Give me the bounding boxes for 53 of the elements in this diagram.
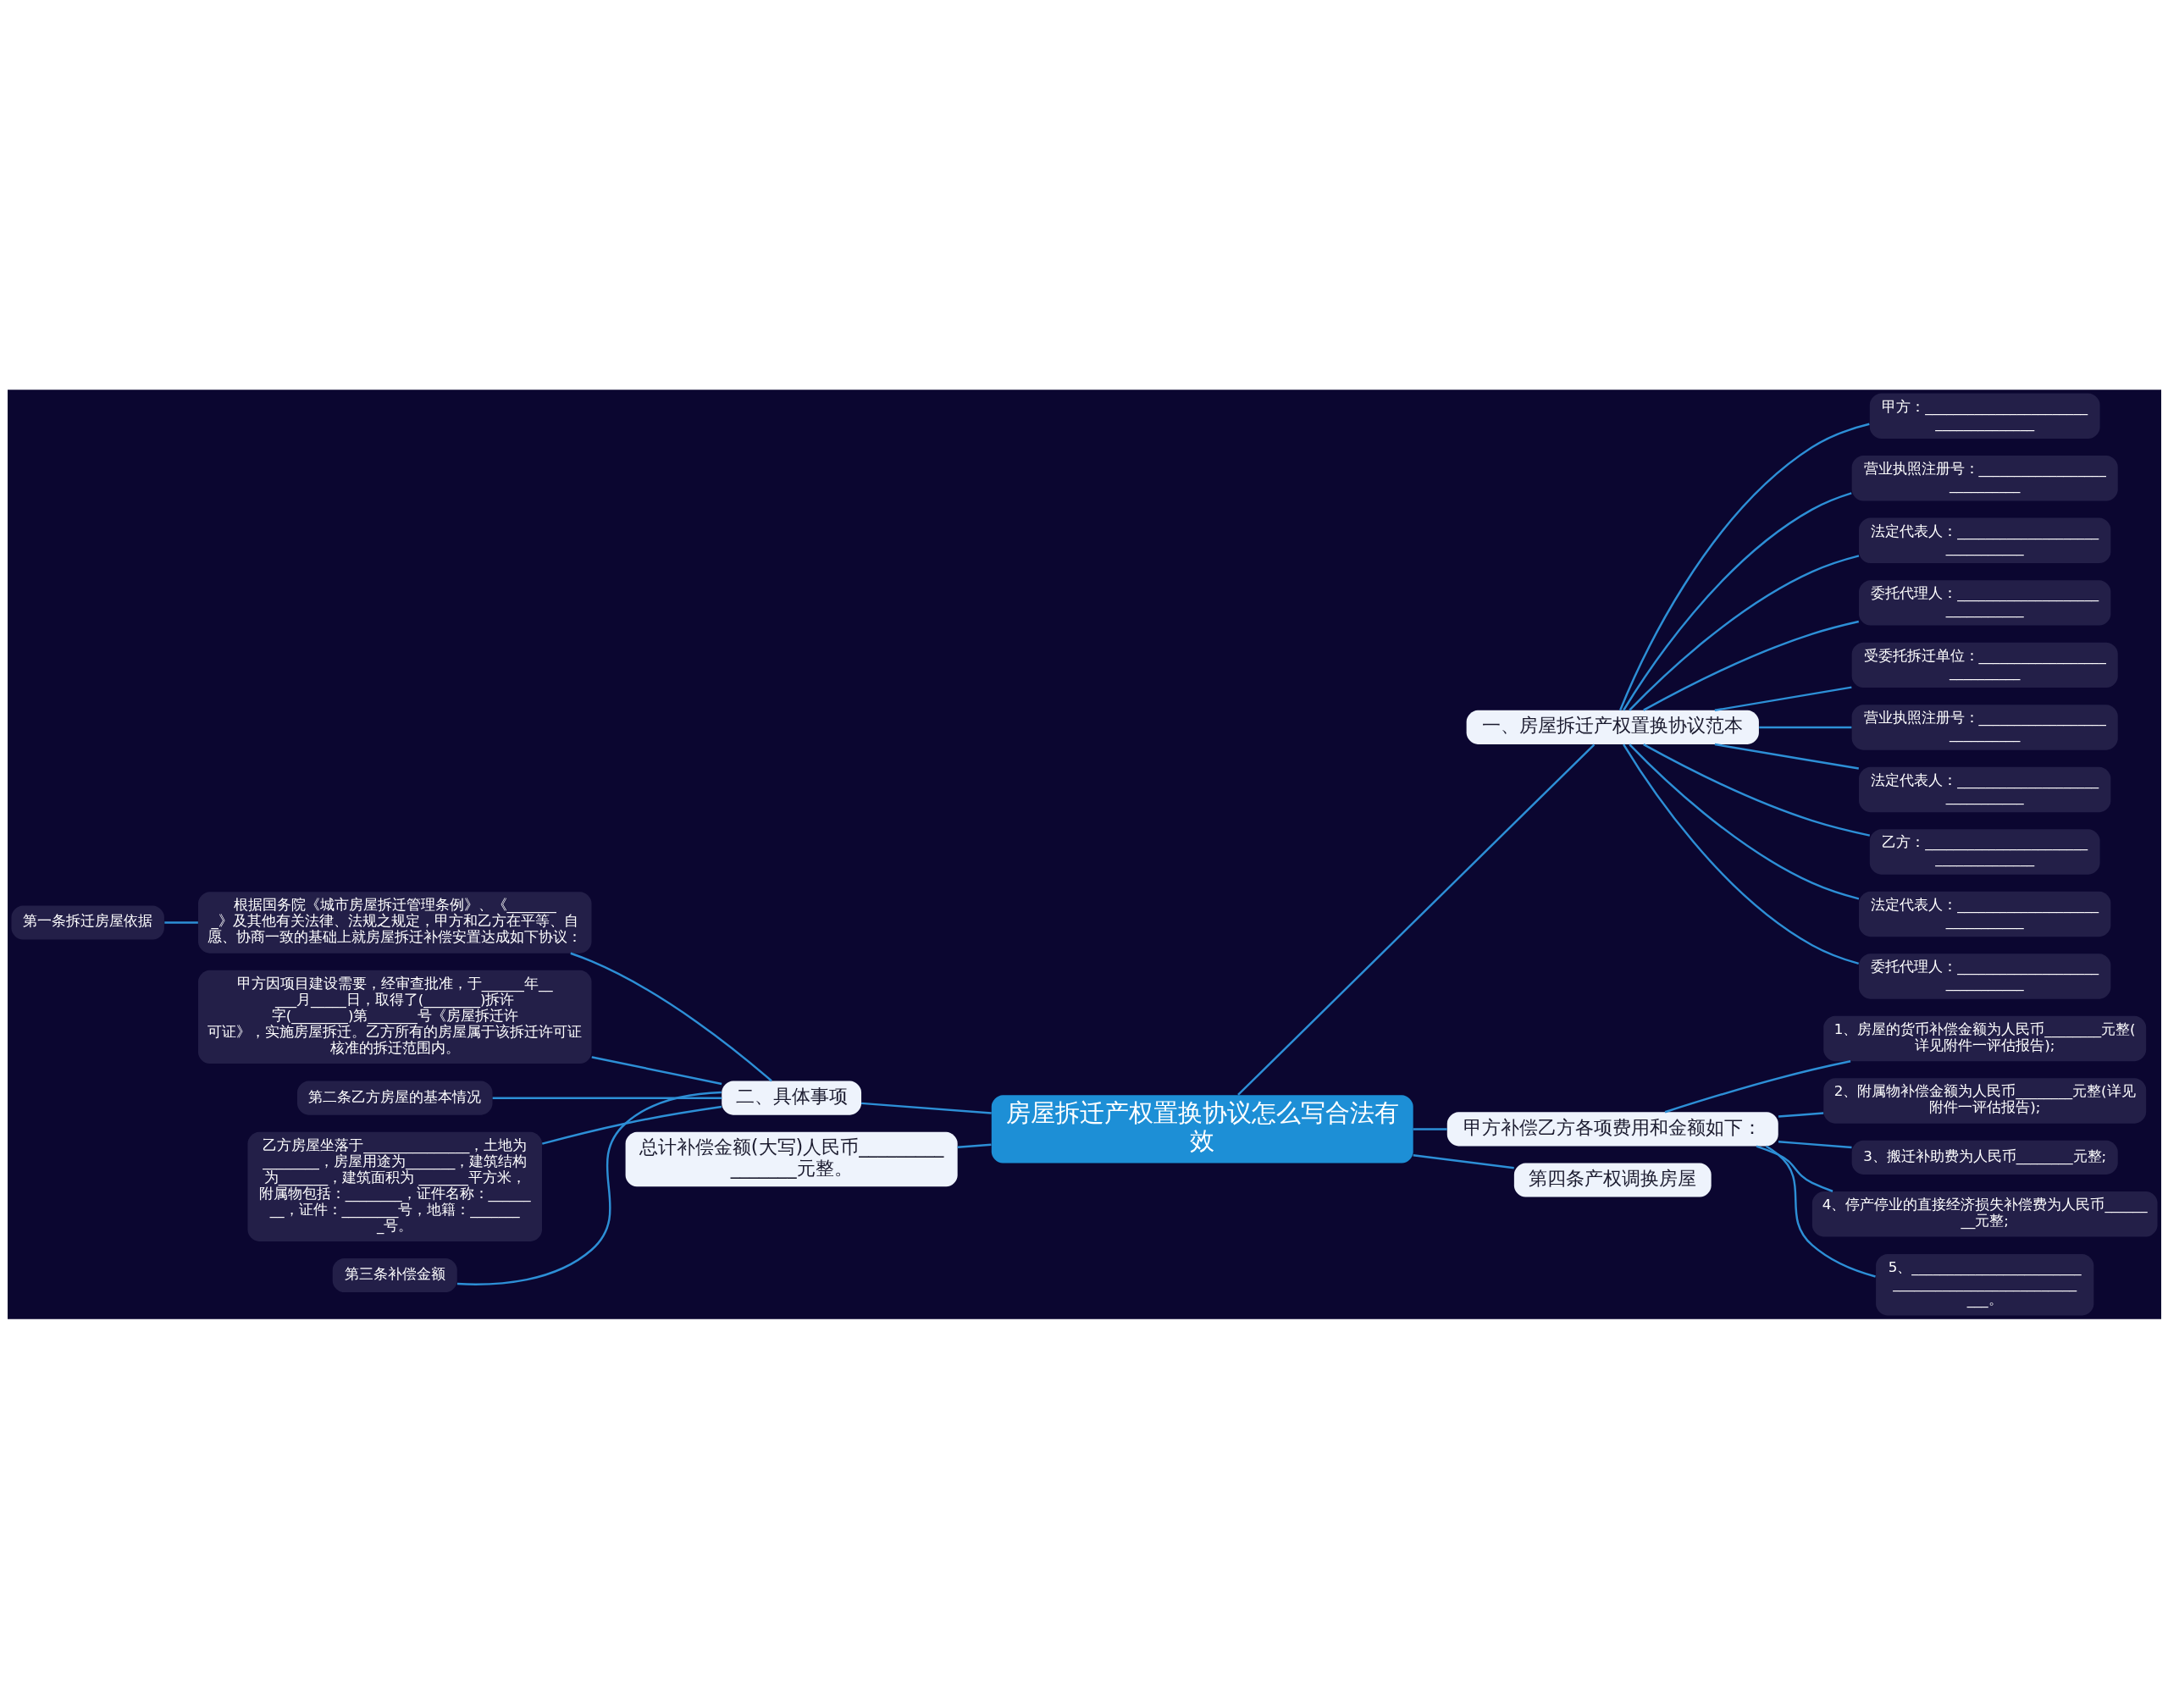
connector <box>1642 743 1870 837</box>
node-box: 房屋拆迁产权置换协议怎么写合法有效 <box>991 1094 1413 1163</box>
connector <box>1778 1140 1852 1148</box>
node-box: 乙方：_____________________________________ <box>1869 828 2100 875</box>
connector <box>492 1096 722 1099</box>
connector <box>1628 743 1859 900</box>
node-box: 法定代表人：_______________________________ <box>1858 891 2110 937</box>
node-box: 甲方因项目建设需要，经审查批准，于______年_____月_____日，取得了(________)拆许字(________)第_______号《房屋拆迁许可证》，实施房屋拆迁。乙方所有的房屋属于该拆迁许可证核准的拆迁范围内。 <box>197 970 591 1064</box>
connector <box>1778 1111 1823 1118</box>
node-box: 第四条产权调换房屋 <box>1513 1163 1712 1197</box>
connector <box>1765 1145 1876 1278</box>
connector <box>1758 726 1851 728</box>
connector <box>1664 1059 1850 1113</box>
connector <box>1236 743 1595 1096</box>
connector <box>1628 554 1859 711</box>
node-box: 二、具体事项 <box>721 1081 861 1115</box>
node-box: 5、_____________________________________________________。 <box>1875 1253 2093 1315</box>
connector <box>1413 1153 1514 1169</box>
node-box: 法定代表人：_______________________________ <box>1858 517 2110 563</box>
node-box: 甲方：_____________________________________ <box>1869 393 2100 439</box>
connector <box>1756 1144 1833 1192</box>
node-box: 根据国务院《城市房屋拆迁管理条例》、《________》及其他有关法律、法规之规定，甲方和乙方在平等、自愿、协商一致的基础上就房屋拆迁补偿安置达成如下协议： <box>197 891 591 953</box>
connector <box>163 920 198 924</box>
node-box: 委托代理人：_______________________________ <box>1858 579 2110 626</box>
node-box: 营业执照注册号：____________________________ <box>1851 704 2118 750</box>
connector <box>569 952 772 1081</box>
node-box: 委托代理人：_______________________________ <box>1858 953 2110 999</box>
node-box: 1、房屋的货币补偿金额为人民币________元整(详见附件一评估报告); <box>1822 1015 2146 1061</box>
connector <box>1413 1127 1447 1130</box>
connector <box>957 1143 992 1148</box>
connector <box>541 1105 722 1145</box>
connector <box>860 1102 992 1114</box>
node-box: 2、附属物补偿金额为人民币________元整(详见附件一评估报告); <box>1822 1077 2146 1124</box>
connector <box>591 1055 722 1085</box>
connector <box>1622 743 1859 965</box>
node-box: 乙方房屋坐落于_______________，土地为________，房屋用途为_______，建筑结构为_______，建筑面积为 _______平方米，附属物包括：________，证件名称：________，证件：________号，地籍：________号。 <box>247 1131 542 1241</box>
node-box: 总计补偿金额(大写)人民币________________元整。 <box>625 1131 958 1186</box>
node-box: 受委托拆迁单位：____________________________ <box>1851 642 2118 688</box>
connector <box>1714 685 1852 711</box>
connector <box>456 1091 722 1285</box>
node-box: 营业执照注册号：____________________________ <box>1851 455 2118 501</box>
node-box: 第三条补偿金额 <box>332 1258 457 1292</box>
connector <box>1622 491 1852 710</box>
connector <box>1618 423 1870 710</box>
connector <box>1714 743 1859 770</box>
node-box: 一、房屋拆迁产权置换协议范本 <box>1466 710 1759 744</box>
node-box: 法定代表人：_______________________________ <box>1858 766 2110 812</box>
connector <box>1642 620 1859 711</box>
node-box: 4、停产停业的直接经济损失补偿费为人民币________元整; <box>1811 1191 2158 1236</box>
node-box: 甲方补偿乙方各项费用和金额如下： <box>1446 1111 1778 1146</box>
node-box: 第一条拆迁房屋依据 <box>10 904 164 940</box>
node-box: 第二条乙方房屋的基本情况 <box>296 1081 493 1115</box>
node-box: 3、搬迁补助费为人民币________元整; <box>1851 1140 2118 1175</box>
